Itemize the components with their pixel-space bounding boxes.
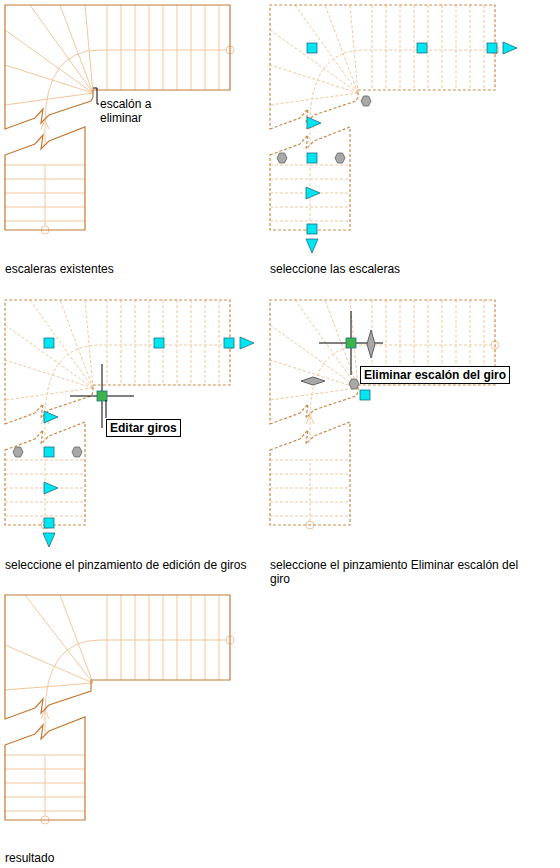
caption: seleccione el pinzamiento de edición de …	[5, 558, 255, 572]
grip-hexagon	[335, 153, 345, 163]
grip-square	[44, 338, 54, 348]
grip-hexagon	[349, 379, 359, 389]
grip-square	[44, 447, 54, 457]
grip-square	[360, 390, 370, 400]
grip-triangle	[44, 482, 58, 494]
grip-hexagon	[361, 96, 371, 106]
grip-square	[224, 338, 234, 348]
grip-triangle	[240, 337, 254, 349]
grip-square	[307, 43, 317, 53]
leader-line	[93, 88, 99, 104]
grip-square	[417, 43, 427, 53]
leader-line	[106, 400, 107, 418]
tooltip-box: Editar giros	[106, 419, 181, 437]
grip-square	[346, 338, 356, 348]
grip-square	[154, 338, 164, 348]
grip-triangle	[503, 42, 517, 54]
tooltip-text: Eliminar escalón del giro	[364, 368, 506, 382]
stair-plan	[5, 5, 234, 234]
callout-label: escalón a eliminar	[100, 97, 190, 125]
stair-plan	[270, 300, 499, 529]
caption: seleccione el pinzamiento Eliminar escal…	[270, 558, 540, 586]
stair-plan	[5, 300, 234, 529]
grip-hexagon	[13, 447, 23, 457]
grip-triangle	[306, 187, 320, 199]
stair-plan	[5, 595, 234, 824]
grip-square	[487, 43, 497, 53]
grip-triangle	[44, 411, 58, 423]
caption: escaleras existentes	[5, 262, 255, 276]
caption: resultado	[5, 851, 255, 865]
grip-triangle	[43, 533, 55, 547]
grip-diamond	[301, 377, 325, 385]
grip-hexagon	[72, 447, 82, 457]
grip-square	[307, 153, 317, 163]
tooltip-box: Eliminar escalón del giro	[360, 366, 510, 384]
tooltip-text: Editar giros	[110, 421, 177, 435]
grip-square	[307, 224, 317, 234]
grip-square	[97, 391, 107, 401]
stair-plan	[270, 5, 499, 234]
grip-triangle	[306, 239, 318, 253]
grip-triangle	[307, 117, 321, 129]
grip-square	[44, 518, 54, 528]
grip-diamond	[367, 330, 375, 358]
grip-hexagon	[277, 153, 287, 163]
caption: seleccione las escaleras	[270, 262, 520, 276]
